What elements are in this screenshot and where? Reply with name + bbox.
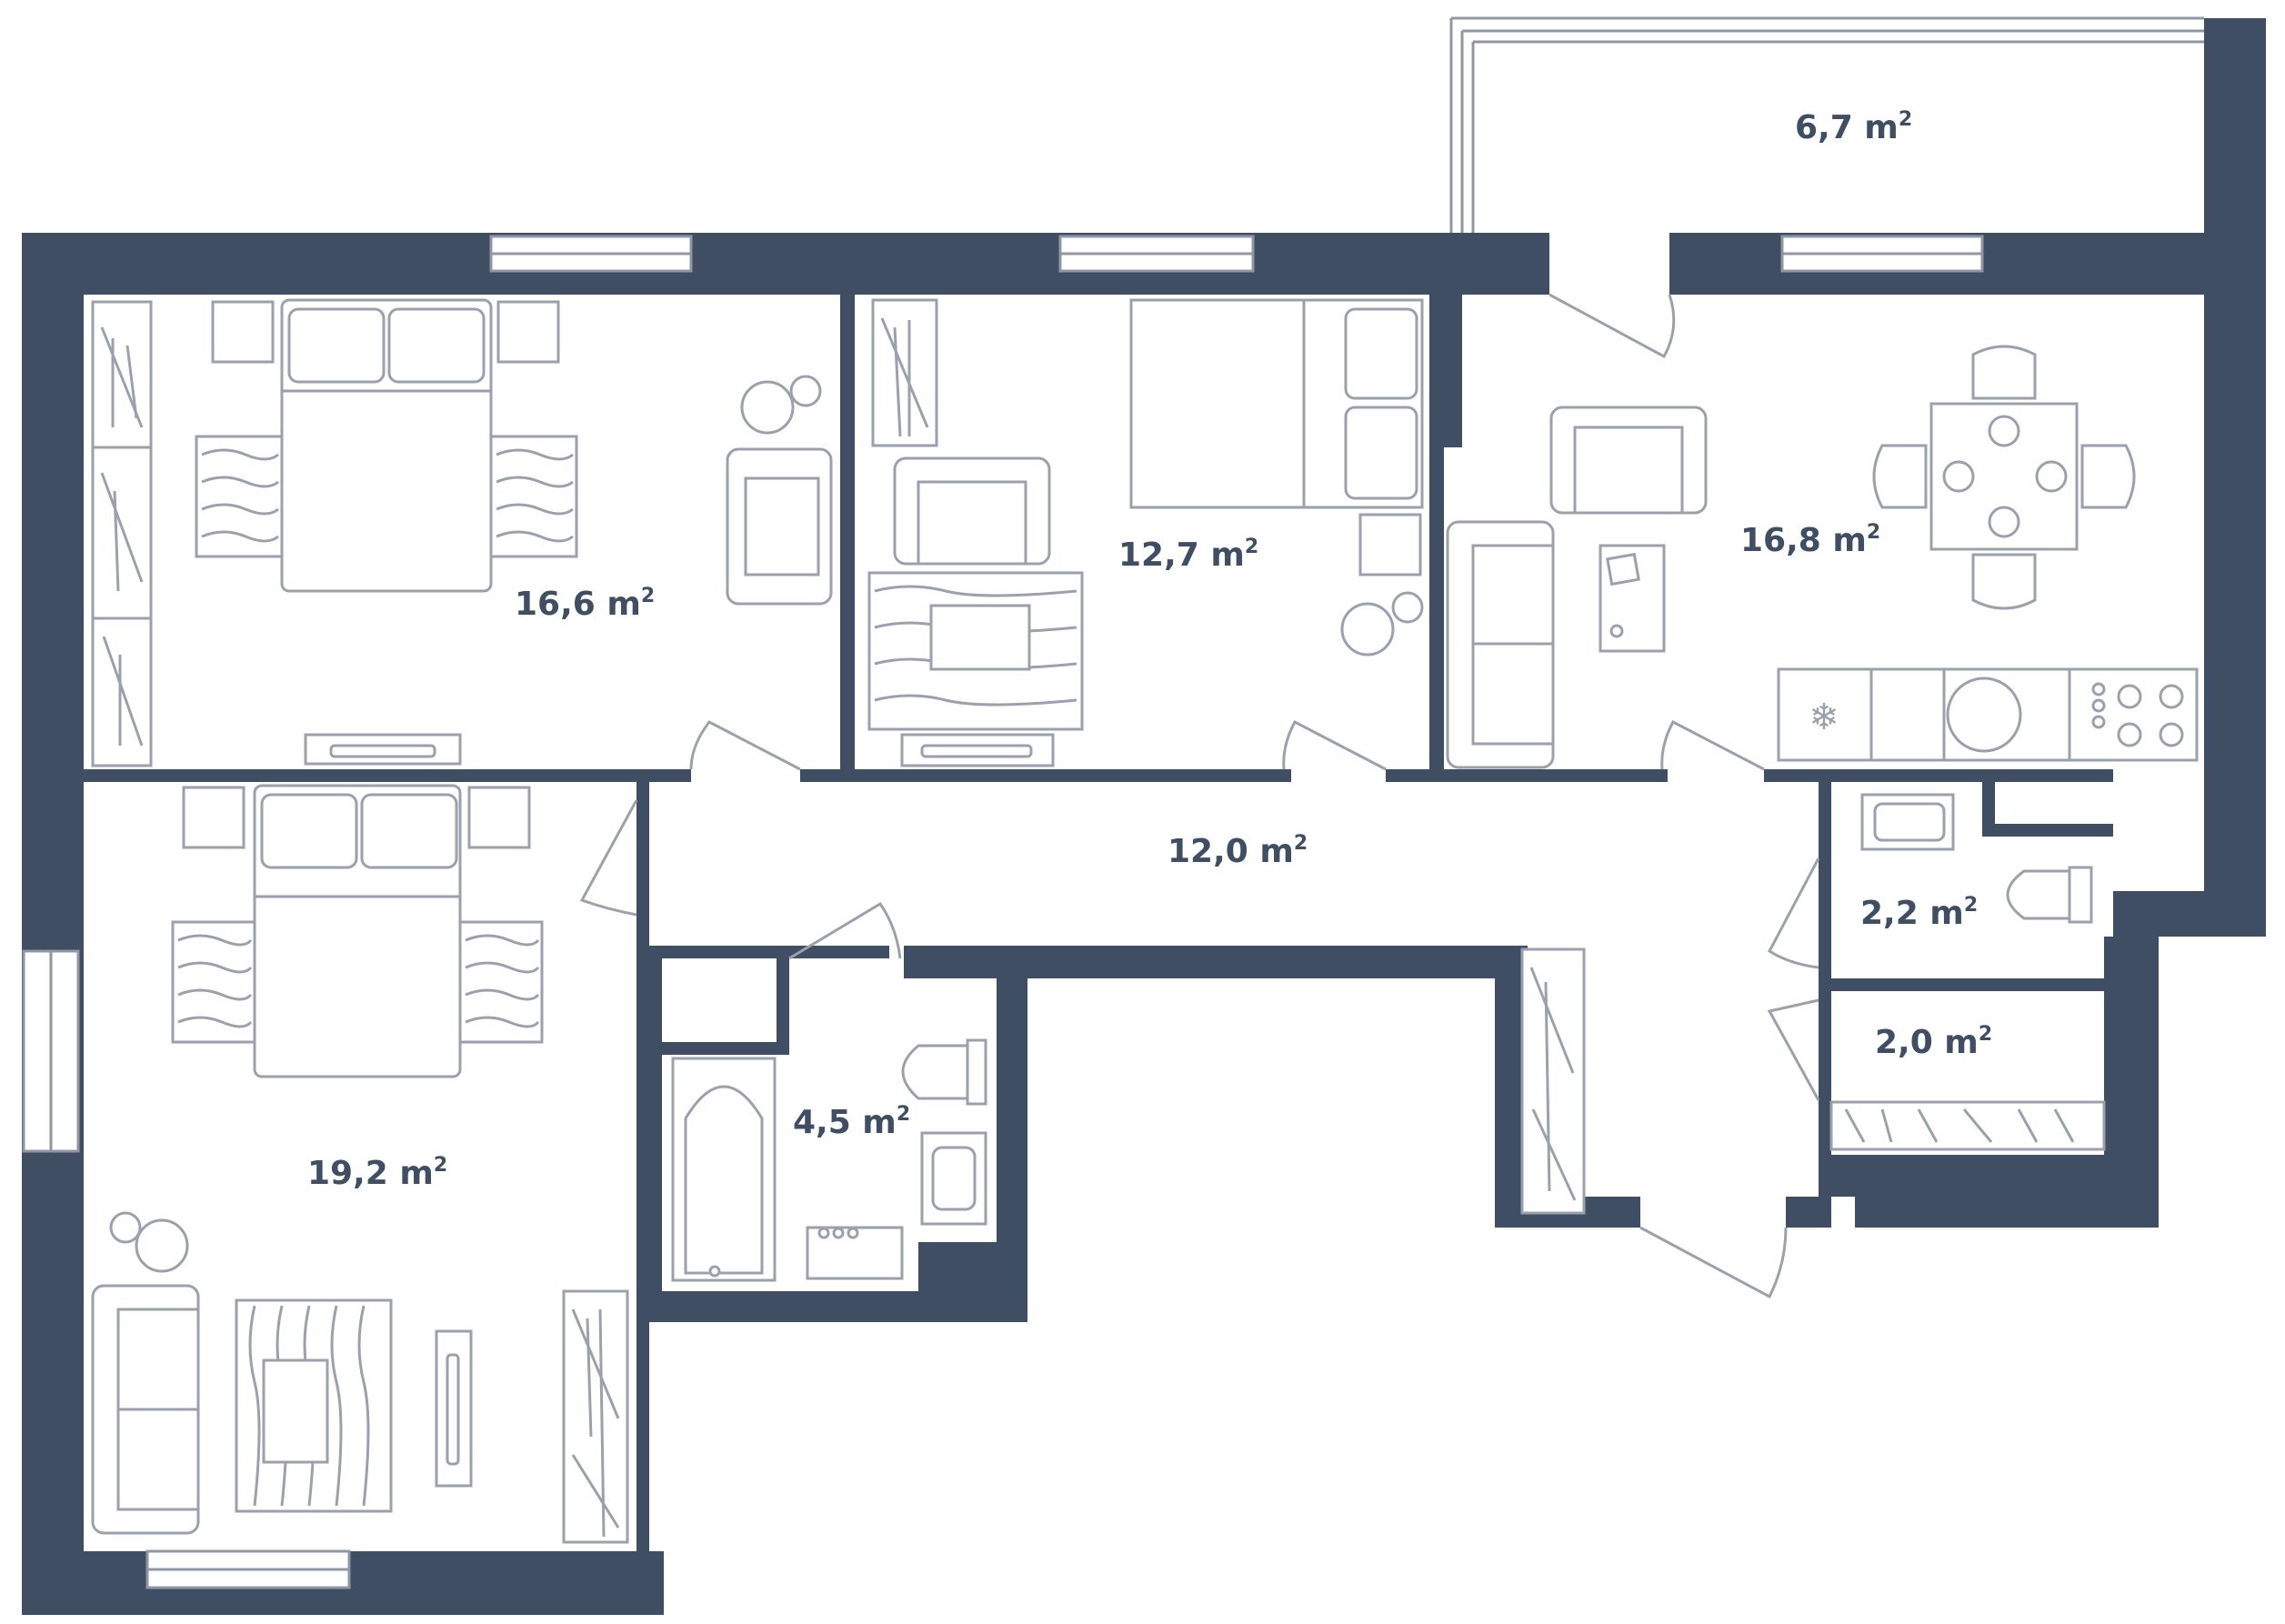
area-label-balcony: 6,7 m2	[1795, 108, 1912, 146]
hall-wardrobe	[1520, 947, 1586, 1215]
area-label-bathroom: 4,5 m2	[793, 1103, 910, 1141]
area-label-kitchen-living: 16,8 m2	[1740, 521, 1880, 559]
bedroom-1-furniture	[91, 298, 833, 767]
storage-wardrobe	[1829, 1100, 2106, 1151]
bathroom-furniture	[671, 1038, 987, 1282]
area-label-bedroom-2: 12,7 m2	[1118, 536, 1258, 574]
bedroom-2-furniture	[867, 298, 1424, 767]
area-label-bedroom-3: 19,2 m2	[307, 1154, 447, 1192]
windows	[22, 235, 1984, 1589]
area-label-bedroom-1: 16,6 m2	[515, 585, 655, 623]
area-label-toilet: 2,2 m2	[1860, 894, 1978, 932]
doors	[579, 293, 1820, 1299]
area-label-hallway: 12,0 m2	[1168, 832, 1308, 870]
balcony-frame	[1449, 16, 2204, 233]
bedroom-3-furniture	[91, 784, 629, 1544]
toilet-furniture	[1860, 793, 2093, 924]
snowflake-icon: ❄	[1809, 697, 1839, 738]
area-label-storage: 2,0 m2	[1875, 1023, 1992, 1061]
kitchen-living-furniture	[1446, 345, 2199, 769]
